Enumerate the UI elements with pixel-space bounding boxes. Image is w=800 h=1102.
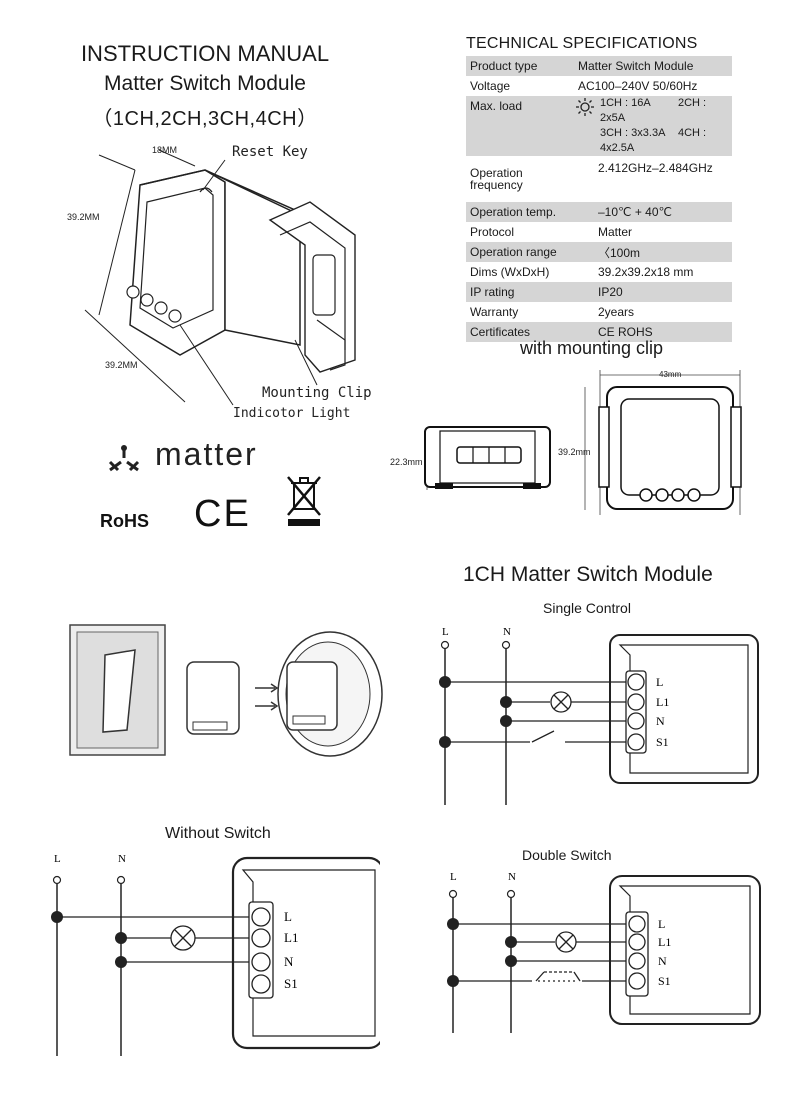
spec-row: Certificates CE ROHS: [466, 322, 732, 342]
single-N-label: N: [503, 626, 511, 638]
single-term-N: N: [656, 714, 665, 728]
load-4ch: 4CH : 4x2.5A: [600, 127, 707, 154]
spec-key: Warranty: [466, 302, 574, 322]
without-switch-title: Without Switch: [165, 825, 271, 842]
spec-value: CE ROHS: [574, 322, 732, 342]
load-2ch: 2CH : 2x5A: [600, 97, 707, 124]
spec-key: Operation temp.: [466, 202, 574, 222]
spec-key: Voltage: [466, 76, 574, 96]
single-term-L1: L1: [656, 695, 669, 709]
spec-value: AC100–240V 50/60Hz: [574, 76, 732, 96]
double-switch-title: Double Switch: [522, 847, 612, 863]
spec-row: Operation temp. –10℃ + 40℃: [466, 202, 732, 222]
clip-figure-title: with mounting clip: [520, 338, 664, 358]
single-L-label: L: [442, 626, 449, 638]
dim-height-label: 39.2MM: [67, 212, 100, 222]
spec-key: Certificates: [466, 322, 574, 342]
dim-clip-front-height: 39.2mm: [558, 447, 591, 457]
matter-logo-icon: [108, 445, 140, 472]
without-N-label: N: [118, 853, 126, 865]
double-term-L: L: [658, 917, 665, 931]
spec-row: Operation frequency 2.412GHz–2.484GHz: [466, 156, 732, 202]
double-term-S1: S1: [658, 974, 671, 988]
manual-subtitle: Matter Switch Module: [104, 72, 306, 95]
double-N-label: N: [508, 871, 516, 883]
double-switch-diagram: L N L L1 N S1: [447, 871, 761, 1033]
dim-clip-side-height: 22.3mm: [390, 457, 423, 467]
indicator-light-label: Indicotor Light: [233, 406, 351, 421]
spec-key: Operation range: [466, 242, 574, 262]
spec-key: Dims (WxDxH): [466, 262, 574, 282]
load-sun-icon: [576, 98, 594, 116]
single-term-S1: S1: [656, 735, 669, 749]
spec-row: Protocol Matter: [466, 222, 732, 242]
spec-key: Max. load: [466, 96, 574, 156]
reset-key-label: Reset Key: [232, 144, 308, 160]
specs-table: Product type Matter Switch Module Voltag…: [466, 56, 732, 342]
spec-value: 2.412GHz–2.484GHz: [574, 156, 732, 202]
spec-key: IP rating: [466, 282, 574, 302]
without-term-L: L: [284, 909, 292, 924]
matter-logo-text: matter: [155, 436, 258, 472]
dim-depth-label: 18MM: [152, 145, 178, 155]
manual-title: INSTRUCTION MANUAL: [80, 41, 330, 66]
spec-value: Matter Switch Module: [574, 56, 732, 76]
wiring-section-title: 1CH Matter Switch Module: [463, 563, 713, 586]
double-L-label: L: [450, 871, 457, 883]
single-control-title: Single Control: [543, 600, 631, 616]
spec-key: Operation frequency: [466, 156, 574, 202]
spec-value: Matter: [574, 222, 732, 242]
spec-value: –10℃ + 40℃: [574, 202, 732, 222]
double-term-L1: L1: [658, 935, 671, 949]
clip-dimension-figure: [424, 370, 742, 515]
device-isometric-figure: [84, 149, 356, 406]
spec-row: Product type Matter Switch Module: [466, 56, 732, 76]
single-control-diagram: L N L L1 N S1: [439, 626, 759, 805]
spec-value: 〈100m: [574, 242, 732, 262]
dim-clip-width: 43mm: [659, 370, 682, 379]
load-3ch: 3CH : 3x3.3A: [600, 127, 666, 139]
without-term-S1: S1: [284, 976, 298, 991]
rohs-logo: RoHS: [100, 511, 149, 531]
load-1ch: 1CH : 16A: [600, 97, 651, 109]
spec-row: Warranty 2years: [466, 302, 732, 322]
ce-mark: CE: [194, 493, 251, 535]
mounting-clip-label: Mounting Clip: [262, 385, 372, 401]
spec-value: 2years: [574, 302, 732, 322]
without-switch-diagram: L N L L1 N S1: [51, 853, 380, 1056]
spec-row: Operation range 〈100m: [466, 242, 732, 262]
specs-title: TECHNICAL SPECIFICATIONS: [466, 35, 698, 52]
spec-row: Dims (WxDxH) 39.2x39.2x18 mm: [466, 262, 732, 282]
double-term-N: N: [658, 954, 667, 968]
spec-row: Voltage AC100–240V 50/60Hz: [466, 76, 732, 96]
channel-variants: （1CH,2CH,3CH,4CH）: [92, 108, 318, 130]
spec-value: IP20: [574, 282, 732, 302]
dim-width-label: 39.2MM: [105, 360, 138, 370]
spec-key: Protocol: [466, 222, 574, 242]
without-term-N: N: [284, 954, 294, 969]
spec-key: Product type: [466, 56, 574, 76]
without-term-L1: L1: [284, 930, 298, 945]
spec-value: 39.2x39.2x18 mm: [574, 262, 732, 282]
single-term-L: L: [656, 675, 663, 689]
installation-illustration: [69, 624, 383, 757]
spec-row: IP rating IP20: [466, 282, 732, 302]
without-L-label: L: [54, 853, 61, 865]
weee-bin-icon: [287, 476, 321, 526]
